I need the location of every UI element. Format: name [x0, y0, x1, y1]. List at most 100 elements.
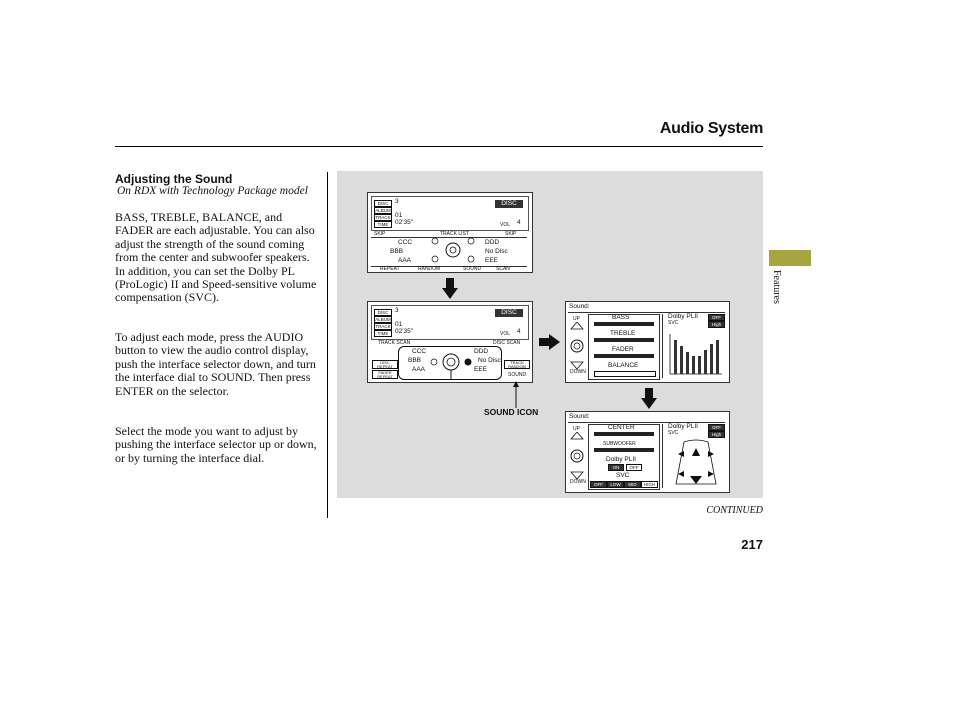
- paragraph-3: Select the mode you want to adjust by pu…: [115, 424, 317, 465]
- paragraph-1: BASS, TREBLE, BALANCE, and FADER are eac…: [115, 210, 317, 305]
- sound-screen-1: Sound: UP DOWN BASS TREBLE FADER BALANCE…: [565, 301, 730, 383]
- preset-no-disc: No Disc: [478, 357, 501, 364]
- disc-value: 3: [395, 198, 399, 205]
- divider: [371, 237, 527, 238]
- preset-ddd: DDD: [474, 348, 489, 355]
- item-center: CENTER: [608, 424, 635, 431]
- up-down-selector-icon: [570, 322, 584, 370]
- adjust-list: [588, 314, 660, 380]
- item-balance: BALANCE: [608, 362, 639, 369]
- time-tag: TIME: [374, 221, 392, 228]
- up-down-selector-icon: [570, 432, 584, 480]
- svc-off-option: OFF: [590, 481, 607, 488]
- page-number: 217: [741, 537, 763, 552]
- down-label: DOWN: [570, 369, 586, 375]
- preset-frame: [398, 346, 502, 380]
- audio-display-screen-1: DISC 3 ALBUM TRACK 01 TIME 02'35" DISC V…: [367, 192, 533, 273]
- item-subwoofer: SUBWOOFER: [603, 441, 636, 447]
- section-tab-label: Features: [771, 270, 782, 304]
- btn-scan: SCAN: [496, 266, 510, 272]
- time-value: 02'35": [395, 219, 414, 226]
- sound-title: Sound:: [569, 413, 590, 420]
- preset-bbb: BBB: [390, 248, 404, 255]
- preset-eee: EEE: [485, 257, 499, 264]
- column-divider: [327, 172, 328, 518]
- sound-icon-label: SOUND ICON: [484, 407, 539, 417]
- source-badge: DISC: [495, 200, 523, 208]
- dolby-state: OFF: [708, 424, 725, 431]
- adjust-list: [588, 424, 660, 490]
- arrow-down-icon: [641, 388, 657, 409]
- treble-level-bar: [594, 338, 654, 342]
- divider: [662, 424, 663, 488]
- item-svc: SVC: [616, 472, 630, 479]
- arrow-down-icon: [442, 278, 458, 299]
- preset-ccc: CCC: [398, 239, 413, 246]
- preset-ccc: CCC: [412, 348, 427, 355]
- dolby-off-option: OFF: [626, 464, 642, 471]
- info-area: DISC 3 ALBUM TRACK 01 TIME 02'35" DISC V…: [371, 196, 529, 231]
- svc-label: SVC: [668, 320, 679, 326]
- item-treble: TREBLE: [610, 330, 636, 337]
- btn-repeat: REPEAT: [380, 266, 400, 272]
- album-tag: ALBUM: [374, 316, 392, 323]
- dolby-on-option: ON: [608, 464, 624, 471]
- track-tag: TRACK: [374, 214, 392, 221]
- skip-left: SKIP: [374, 231, 386, 237]
- dolby-state: OFF: [708, 314, 725, 321]
- preset-bbb: BBB: [408, 357, 422, 364]
- track-list: TRACK LIST: [440, 231, 469, 237]
- subwoofer-level-bar: [594, 448, 654, 452]
- preset-aaa: AAA: [398, 257, 412, 264]
- up-label: UP: [573, 316, 580, 322]
- sound-screen-2: Sound: UP DOWN CENTER SUBWOOFER Dolby PL…: [565, 411, 730, 493]
- divider: [568, 312, 725, 313]
- header-rule: [115, 146, 763, 147]
- balance-level-bar: [594, 371, 656, 377]
- preset-aaa: AAA: [412, 366, 426, 373]
- continued-label: CONTINUED: [706, 505, 763, 516]
- vol-value: 4: [517, 328, 521, 335]
- preset-no-disc: No Disc: [485, 248, 508, 255]
- center-level-bar: [594, 432, 654, 436]
- page-title: Audio System: [659, 120, 763, 137]
- disc-tag: DISC: [374, 309, 392, 316]
- divider: [662, 314, 663, 378]
- vol-label: VOL: [500, 222, 511, 228]
- disc-tag: DISC: [374, 200, 392, 207]
- dolby-label: Dolby PLII: [668, 423, 698, 430]
- svc-mid-option: MID: [624, 481, 641, 488]
- svc-low-option: LOW: [607, 481, 624, 488]
- time-tag: TIME: [374, 330, 392, 337]
- svc-state: High: [708, 321, 725, 328]
- section-subheading: On RDX with Technology Package model: [117, 185, 308, 197]
- down-label: DOWN: [570, 479, 586, 485]
- arrow-right-icon: [539, 334, 560, 350]
- source-badge: DISC: [495, 309, 523, 317]
- track-random-button: TRACK RANDOM: [504, 360, 530, 369]
- divider: [568, 422, 725, 423]
- divider: [371, 266, 527, 267]
- track-value: 01: [395, 321, 403, 328]
- disc-scan: DISC SCAN: [493, 340, 521, 346]
- section-tab: [769, 250, 811, 266]
- item-dolby: Dolby PLII: [606, 456, 636, 463]
- fader-level-bar: [594, 354, 654, 358]
- callout-arrow-icon: [513, 381, 519, 408]
- disc-repeat-button: DISC REPEAT: [372, 360, 398, 369]
- item-fader: FADER: [612, 346, 634, 353]
- up-label: UP: [573, 426, 580, 432]
- section-heading: Adjusting the Sound: [115, 172, 233, 186]
- skip-right: SKIP: [505, 231, 517, 237]
- bass-level-bar: [594, 322, 654, 326]
- btn-random: RANDOM: [418, 266, 441, 272]
- fader-repeat-button: FADER REPEAT: [372, 370, 398, 379]
- paragraph-2: To adjust each mode, press the AUDIO but…: [115, 330, 316, 398]
- speaker-layout-icon: [675, 439, 717, 485]
- track-tag: TRACK: [374, 323, 392, 330]
- dolby-label: Dolby PLII: [668, 313, 698, 320]
- album-tag: ALBUM: [374, 207, 392, 214]
- vol-label: VOL: [500, 331, 511, 337]
- selector-dial-icon: [430, 353, 472, 380]
- sound-button: SOUND: [508, 372, 527, 378]
